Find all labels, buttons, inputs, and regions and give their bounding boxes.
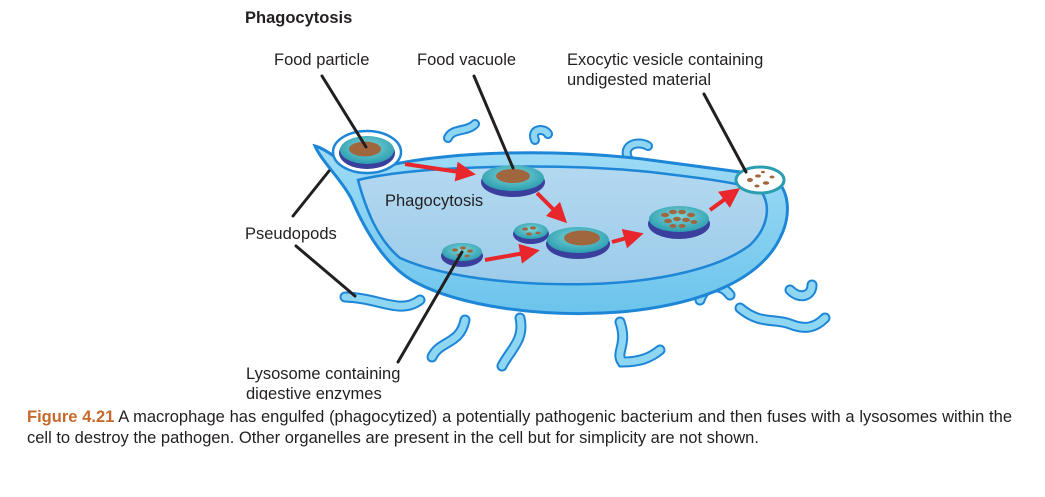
arrow-lysosome-to-phagolysosome: [484, 243, 540, 264]
arrow-particle-to-vacuole: [404, 161, 476, 182]
figure-number: Figure 4.21: [27, 408, 115, 426]
arrow-vacuole-to-phagolysosome: [535, 191, 568, 224]
digesting-vacuole: [648, 206, 710, 239]
label-phagocytosis: Phagocytosis: [385, 192, 483, 210]
exocytic-vesicle: [734, 165, 786, 195]
arrow-digesting-to-exocytic: [708, 188, 741, 212]
leader-exocytic-vesicle: [702, 92, 748, 174]
leader-lines: [291, 74, 748, 364]
label-exocytic-line1: Exocytic vesicle containing: [567, 51, 763, 69]
lysosome: [441, 243, 483, 267]
label-exocytic-line2: undigested material: [567, 71, 711, 89]
phagocytosis-diagram: Phagocytosis: [245, 9, 831, 400]
fusing-lysosome: [513, 223, 549, 244]
macrophage-cell: [312, 119, 831, 372]
leader-pseudopod-lower: [294, 244, 357, 298]
label-pseudopods: Pseudopods: [245, 225, 337, 243]
process-arrows: [404, 161, 741, 264]
label-lysosome-line1: Lysosome containing: [246, 365, 400, 383]
leader-lysosome: [396, 250, 464, 364]
label-food-particle: Food particle: [274, 51, 369, 69]
label-food-vacuole: Food vacuole: [417, 51, 516, 69]
figure-caption: Figure 4.21 A macrophage has engulfed (p…: [27, 407, 1012, 449]
arrow-phagolysosome-to-digesting: [611, 228, 644, 249]
leader-pseudopod-upper: [291, 169, 331, 218]
leader-food-vacuole: [472, 74, 515, 170]
label-lysosome-line2: digestive enzymes: [246, 385, 382, 400]
caption-text: A macrophage has engulfed (phagocytized)…: [27, 408, 1012, 447]
food-vacuole: [481, 165, 545, 197]
leader-food-particle: [320, 74, 368, 149]
top-tentacles: [443, 119, 653, 163]
phagolysosome: [546, 227, 610, 259]
engulfing-food-particle: [331, 129, 403, 175]
diagram-title: Phagocytosis: [245, 9, 352, 27]
